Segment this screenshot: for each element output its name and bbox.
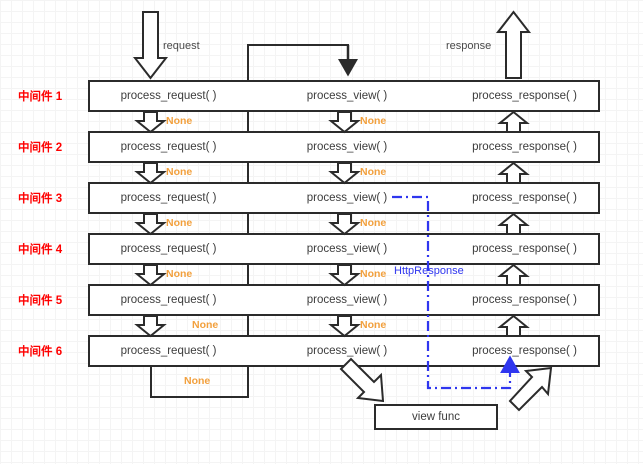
bottom-none-label: None: [184, 375, 211, 387]
middleware-label-3: 中间件 3: [18, 193, 63, 205]
httpresponse-label: HttpResponse: [394, 265, 464, 277]
view-down-arrow-5: [328, 315, 361, 338]
view-func-label: view func: [412, 411, 460, 423]
view-none-label-2: None: [360, 166, 387, 178]
request-down-arrow-4: [134, 264, 167, 287]
process-response-cell-6[interactable]: process_response( ): [472, 345, 577, 357]
process-response-cell-2[interactable]: process_response( ): [472, 141, 577, 153]
process-view-cell-6[interactable]: process_view( ): [306, 345, 388, 357]
view-down-arrow-4: [328, 264, 361, 287]
middleware-label-1: 中间件 1: [18, 91, 63, 103]
view-bracket-top-line: [247, 44, 349, 46]
request-none-label-2: None: [166, 166, 193, 178]
request-none-label-1: None: [166, 115, 193, 127]
view-down-arrow-3: [328, 213, 361, 236]
process-response-cell-3[interactable]: process_response( ): [472, 192, 577, 204]
process-view-cell-3[interactable]: process_view( ): [306, 192, 388, 204]
response-up-arrow-1: [497, 110, 530, 133]
request-none-label-3: None: [166, 217, 193, 229]
view-down-arrow-1: [328, 111, 361, 134]
response-label: response: [446, 40, 492, 52]
process-response-cell-5[interactable]: process_response( ): [472, 294, 577, 306]
request-none-label-5: None: [192, 319, 219, 331]
middleware-row-1[interactable]: process_request( ) process_view( ) proce…: [88, 80, 600, 112]
process-response-cell-1[interactable]: process_response( ): [472, 90, 577, 102]
process-request-cell-6[interactable]: process_request( ): [120, 345, 217, 357]
view-spine-line: [247, 44, 249, 398]
process-view-cell-1[interactable]: process_view( ): [306, 90, 388, 102]
response-up-arrow-5: [497, 314, 530, 337]
request-down-arrow-5: [134, 315, 167, 338]
response-up-arrow-2: [497, 161, 530, 184]
middleware-row-5[interactable]: process_request( ) process_view( ) proce…: [88, 284, 600, 316]
view-none-label-4: None: [360, 268, 387, 280]
from-view-func-arrow: [508, 366, 553, 412]
process-view-cell-2[interactable]: process_view( ): [306, 141, 388, 153]
view-none-label-1: None: [360, 115, 387, 127]
response-exit-arrow: [495, 10, 532, 79]
bottom-none-bracket-left: [150, 366, 152, 398]
request-down-arrow-2: [134, 162, 167, 185]
request-down-arrow-1: [134, 111, 167, 134]
request-none-label-4: None: [166, 268, 193, 280]
process-view-cell-5[interactable]: process_view( ): [306, 294, 388, 306]
middleware-row-2[interactable]: process_request( ) process_view( ) proce…: [88, 131, 600, 163]
process-request-cell-5[interactable]: process_request( ): [120, 294, 217, 306]
bottom-none-bracket-bottom: [150, 396, 249, 398]
view-none-label-5: None: [360, 319, 387, 331]
middleware-label-5: 中间件 5: [18, 295, 63, 307]
middleware-row-3[interactable]: process_request( ) process_view( ) proce…: [88, 182, 600, 214]
process-view-cell-4[interactable]: process_view( ): [306, 243, 388, 255]
view-func-box[interactable]: view func: [374, 404, 498, 430]
middleware-label-6: 中间件 6: [18, 346, 63, 358]
response-up-arrow-3: [497, 212, 530, 235]
process-request-cell-2[interactable]: process_request( ): [120, 141, 217, 153]
view-down-arrow-2: [328, 162, 361, 185]
process-request-cell-3[interactable]: process_request( ): [120, 192, 217, 204]
middleware-label-4: 中间件 4: [18, 244, 63, 256]
request-entry-arrow: [132, 11, 169, 80]
view-none-label-3: None: [360, 217, 387, 229]
request-down-arrow-3: [134, 213, 167, 236]
request-label: request: [163, 40, 200, 52]
process-request-cell-1[interactable]: process_request( ): [120, 90, 217, 102]
process-response-cell-4[interactable]: process_response( ): [472, 243, 577, 255]
middleware-row-4[interactable]: process_request( ) process_view( ) proce…: [88, 233, 600, 265]
process-request-cell-4[interactable]: process_request( ): [120, 243, 217, 255]
middleware-label-2: 中间件 2: [18, 142, 63, 154]
response-up-arrow-4: [497, 263, 530, 286]
middleware-row-6[interactable]: process_request( ) process_view( ) proce…: [88, 335, 600, 367]
